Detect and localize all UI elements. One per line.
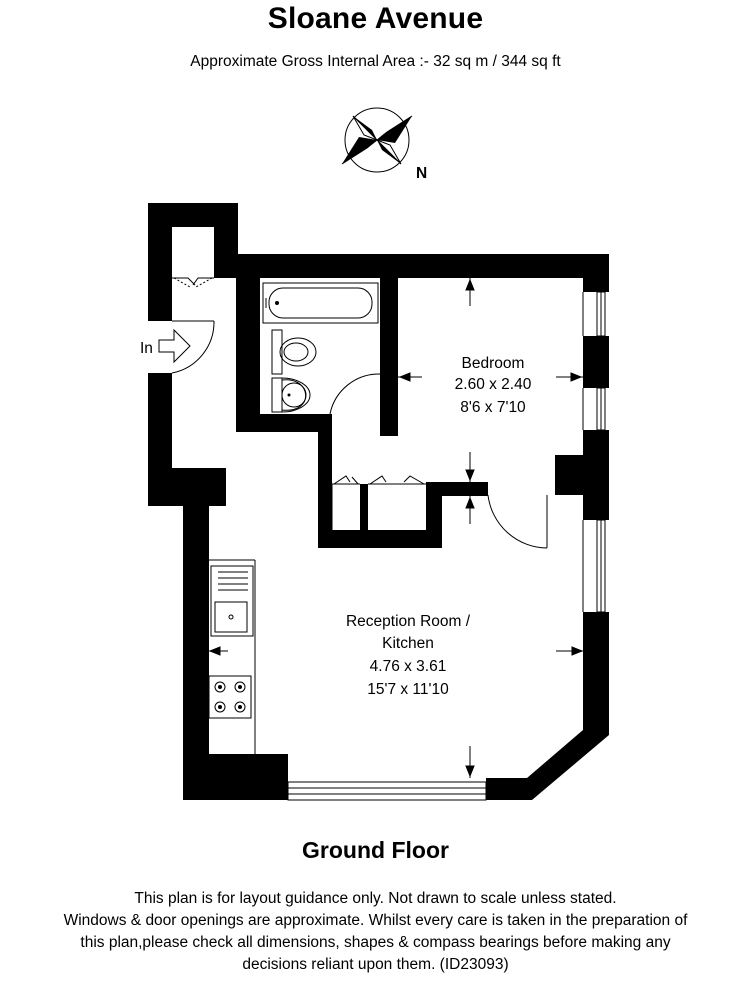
disclaimer-line-4: decisions reliant upon them. (ID23093) bbox=[242, 956, 509, 973]
toilet-icon bbox=[271, 329, 317, 375]
cupboard-doors-hall bbox=[172, 277, 214, 288]
disclaimer-line-2: Windows & door openings are approximate.… bbox=[63, 912, 688, 929]
disclaimer: This plan is for layout guidance only. N… bbox=[0, 888, 751, 976]
sink-icon bbox=[271, 377, 311, 413]
bathroom-door bbox=[329, 373, 381, 415]
entrance-arrow-icon bbox=[158, 328, 191, 364]
disclaimer-line-1: This plan is for layout guidance only. N… bbox=[134, 890, 617, 907]
bedroom-metric: 2.60 x 2.40 bbox=[455, 376, 532, 393]
plan-title: Sloane Avenue bbox=[267, 2, 484, 35]
bedroom-imperial: 8'6 x 7'10 bbox=[460, 399, 526, 416]
reception-imperial: 15'7 x 11'10 bbox=[367, 681, 449, 698]
dimension-arrows bbox=[208, 278, 584, 778]
reception-metric: 4.76 x 3.61 bbox=[370, 658, 447, 675]
floor-label: Ground Floor bbox=[302, 837, 449, 863]
compass-north-label: N bbox=[416, 165, 427, 182]
gross-internal-area: Approximate Gross Internal Area :- 32 sq… bbox=[190, 53, 561, 70]
reception-name-line1: Reception Room / bbox=[346, 613, 471, 630]
kitchen-counter bbox=[209, 559, 256, 754]
wardrobe-doors bbox=[331, 475, 426, 530]
compass-icon bbox=[341, 107, 413, 173]
disclaimer-line-3: this plan,please check all dimensions, s… bbox=[80, 934, 671, 951]
entrance-door bbox=[158, 320, 215, 374]
hob-icon bbox=[208, 675, 252, 719]
windows bbox=[287, 291, 606, 801]
kitchen-sink-icon bbox=[210, 565, 254, 637]
walls bbox=[148, 203, 609, 800]
entrance-label: In bbox=[140, 340, 153, 357]
bedroom-door bbox=[487, 494, 548, 549]
reception-name-line2: Kitchen bbox=[382, 635, 434, 652]
bathtub-icon bbox=[262, 282, 379, 324]
bedroom-name: Bedroom bbox=[462, 355, 525, 372]
